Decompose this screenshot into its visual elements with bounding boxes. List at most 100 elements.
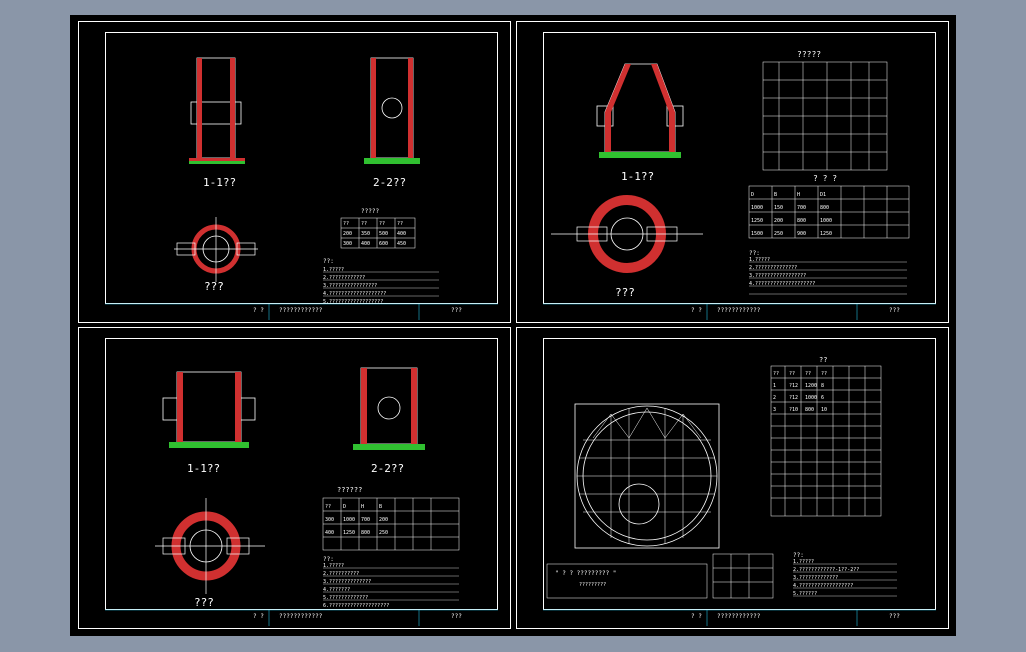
table-cell: ?? <box>361 221 367 227</box>
note-line: 5.?????? <box>793 591 817 597</box>
table-cell: 3 <box>773 407 776 413</box>
title-block-left: ? ? <box>253 307 264 314</box>
note-line: 3.???????????????? <box>323 283 377 289</box>
table-cell: 400 <box>361 241 370 247</box>
notes-title: ??: <box>323 556 334 563</box>
title-block-right: ??? <box>889 307 900 314</box>
table-cell: ?? <box>821 371 827 377</box>
note-line: 4.??????????????????? <box>323 291 386 297</box>
note-line: 1.????? <box>323 267 344 273</box>
table-cell: 1250 <box>343 530 355 536</box>
table-cell: 800 <box>820 205 829 211</box>
table-cell: ?? <box>343 221 349 227</box>
note-line: 6.???????????????????? <box>323 603 389 609</box>
title-block-name: ???????????? <box>279 307 323 314</box>
table-cell: 1000 <box>343 517 355 523</box>
stamp-box <box>546 563 708 599</box>
note-line: 4.??????? <box>323 587 350 593</box>
notes-title: ??: <box>323 258 334 265</box>
table-cell: 1250 <box>820 231 832 237</box>
note-line: 2.????????????-1??-2?? <box>793 567 859 573</box>
table-cell: 2 <box>773 395 776 401</box>
note-line: 1.????? <box>793 559 814 565</box>
view-label-2-2: 2-2?? <box>373 176 407 189</box>
note-line: 4.?????????????????? <box>793 583 853 589</box>
table-cell: ?12 <box>789 395 798 401</box>
table-title: ?????? <box>337 486 363 494</box>
note-line: 1.????? <box>323 563 344 569</box>
table-cell: 400 <box>325 530 334 536</box>
note-line: 2.?????????????? <box>749 265 797 271</box>
table-cell: 200 <box>379 517 388 523</box>
note-line: 1.????? <box>749 257 770 263</box>
table-cell: ?? <box>789 371 795 377</box>
note-line: 5.?????????????????? <box>323 299 383 305</box>
view-label-1-1: 1-1?? <box>621 170 655 183</box>
note-line: 3.????????????? <box>793 575 838 581</box>
title-block-left: ? ? <box>691 307 702 314</box>
table-cell: ?? <box>773 371 779 377</box>
table-cell: 1 <box>773 383 776 389</box>
table-cell: D <box>751 192 754 198</box>
table-cell: 10 <box>821 407 827 413</box>
table-cell: 900 <box>797 231 806 237</box>
table-cell: 8 <box>821 383 824 389</box>
view-label-1-1: 1-1?? <box>187 462 221 475</box>
table-cell: 300 <box>343 241 352 247</box>
table-cell: H <box>797 192 800 198</box>
table-cell: 200 <box>343 231 352 237</box>
table-cell: 250 <box>774 231 783 237</box>
note-line: 5.????????????? <box>323 595 368 601</box>
title-block-left: ? ? <box>691 613 702 620</box>
table-cell: 1000 <box>751 205 763 211</box>
table-title: ????? <box>361 208 380 215</box>
table-cell: 1000 <box>805 395 817 401</box>
note-line: 3.????????????????? <box>749 273 806 279</box>
table-cell: 1200 <box>805 383 817 389</box>
view-label-plan: ??? <box>204 280 224 293</box>
table-cell: ?12 <box>789 383 798 389</box>
table-cell: 300 <box>325 517 334 523</box>
table-cell: D <box>343 504 346 510</box>
table-cell: 150 <box>774 205 783 211</box>
title-block-right: ??? <box>451 307 462 314</box>
table-cell: B <box>379 504 382 510</box>
wall-left <box>197 58 202 158</box>
table2-title: ? ? ? <box>813 174 838 183</box>
table-cell: ?? <box>805 371 811 377</box>
table-cell: 700 <box>797 205 806 211</box>
note-line: 3.?????????????? <box>323 579 371 585</box>
table-cell: 6 <box>821 395 824 401</box>
note-line: 2.?????????? <box>323 571 359 577</box>
table-cell: 800 <box>805 407 814 413</box>
wall-right <box>230 58 235 158</box>
table-cell: 1000 <box>820 218 832 224</box>
stamp-line-2: ????????? <box>579 582 607 588</box>
table-cell: ?? <box>325 504 331 510</box>
title-block-name: ???????????? <box>279 613 323 620</box>
inner-frame <box>543 338 936 610</box>
table-cell: 200 <box>774 218 783 224</box>
view-label-2-2: 2-2?? <box>371 462 405 475</box>
note-line: 2.???????????? <box>323 275 365 281</box>
table-cell: 800 <box>361 530 370 536</box>
table-title: ????? <box>797 50 822 59</box>
table-title: ?? <box>819 356 828 364</box>
table-cell: 700 <box>361 517 370 523</box>
inner-frame <box>105 338 498 610</box>
table-cell: B <box>774 192 777 198</box>
title-block-right: ??? <box>451 613 462 620</box>
table-cell: H <box>361 504 364 510</box>
table-cell: 600 <box>379 241 388 247</box>
table-cell: 1250 <box>751 218 763 224</box>
title-block-name: ???????????? <box>717 613 761 620</box>
table-cell: 450 <box>397 241 406 247</box>
table-cell: 800 <box>797 218 806 224</box>
